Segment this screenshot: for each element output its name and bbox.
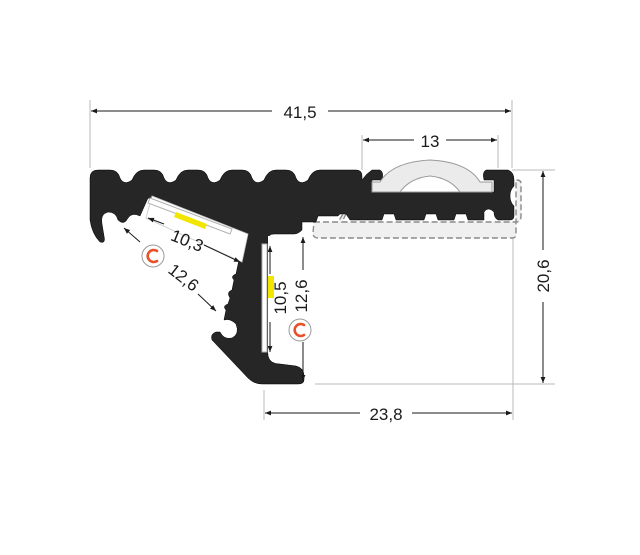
dimension-diffuser-width: 13 bbox=[363, 132, 497, 151]
bottom-cover-outline bbox=[312, 179, 522, 239]
vertical-strip-width-label: 10,5 bbox=[271, 281, 290, 314]
angled-channel-width-label: 12,6 bbox=[164, 260, 202, 295]
angled-cover-badge bbox=[141, 244, 165, 268]
dimension-vertical-strip: 10,5 bbox=[267, 246, 290, 352]
extension-lines bbox=[89, 100, 555, 420]
aluminium-profile bbox=[89, 169, 515, 385]
dimension-vertical-channel: 12,6 bbox=[292, 237, 311, 381]
angled-led-strip bbox=[174, 212, 207, 229]
dimension-bottom-width: 23,8 bbox=[265, 405, 512, 424]
angled-strip-board bbox=[147, 197, 233, 235]
bottom-width-label: 23,8 bbox=[369, 405, 402, 424]
vertical-led-strip bbox=[268, 276, 274, 298]
angled-channel-cavity bbox=[145, 195, 249, 263]
height-label: 20,6 bbox=[534, 259, 553, 292]
dimension-overall-width: 41,5 bbox=[91, 103, 511, 122]
dimension-height: 20,6 bbox=[534, 171, 553, 383]
diffuser-width-label: 13 bbox=[421, 132, 440, 151]
vertical-cover-badge bbox=[288, 318, 312, 342]
vertical-channel-width-label: 12,6 bbox=[292, 279, 311, 312]
vertical-strip-board bbox=[261, 243, 268, 353]
diffuser-inner-arch bbox=[399, 175, 461, 193]
overall-width-label: 41,5 bbox=[283, 103, 316, 122]
